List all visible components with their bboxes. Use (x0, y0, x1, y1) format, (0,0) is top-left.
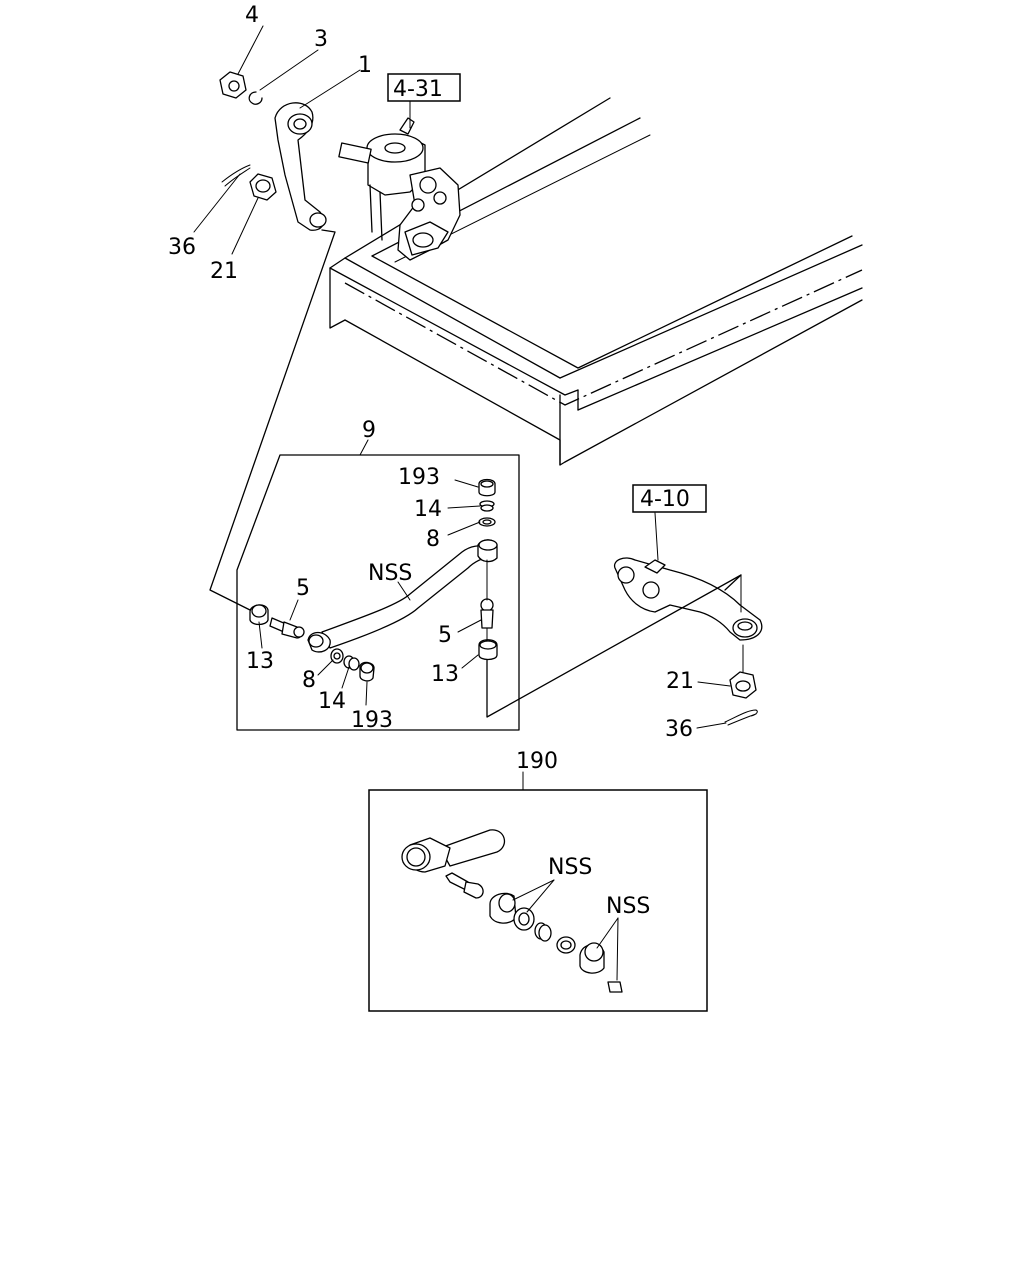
ball-stud-5-left (269, 617, 305, 639)
seat-8-upper (478, 517, 496, 527)
washer-3 (248, 91, 263, 105)
boot-13-left (249, 604, 269, 626)
pitman-arm (274, 102, 327, 231)
callout-leaders (193, 25, 731, 791)
label-5-left: 5 (296, 576, 310, 601)
label-14-lower: 14 (318, 689, 346, 714)
label-13-right: 13 (431, 662, 459, 687)
label-8-lower: 8 (302, 668, 316, 693)
label-21-top: 21 (210, 259, 238, 284)
label-5-right: 5 (438, 623, 452, 648)
repair-kit-parts (401, 829, 623, 993)
label-ref-4-10: 4-10 (640, 487, 690, 512)
ball-stud-5-right (480, 598, 494, 629)
label-193-upper: 193 (398, 465, 440, 490)
drag-link-rod (307, 539, 498, 653)
seat-8-lower (330, 648, 344, 664)
label-36-lower: 36 (665, 717, 693, 742)
label-13-left: 13 (246, 649, 274, 674)
label-4: 4 (245, 3, 259, 28)
castle-nut-21-lower (729, 671, 757, 699)
callout-labels: 4 3 1 4-31 36 21 9 193 14 8 NSS 5 13 5 1… (168, 3, 694, 919)
label-8-upper: 8 (426, 527, 440, 552)
nut-4 (219, 71, 247, 99)
spring-14-upper (479, 500, 495, 512)
label-9: 9 (362, 418, 376, 443)
assembly-paths (209, 229, 742, 718)
cotter-pin-36-lower (724, 709, 758, 726)
label-190: 190 (516, 749, 558, 774)
dust-cover-193-lower (359, 661, 375, 682)
label-1: 1 (358, 53, 372, 78)
spring-14-lower (343, 655, 360, 671)
label-36-top: 36 (168, 235, 196, 260)
ref-box-4-31 (387, 73, 461, 102)
label-ref-4-31: 4-31 (393, 77, 443, 102)
label-193-lower: 193 (351, 708, 393, 733)
boot-13-right (478, 639, 498, 661)
repair-kit-box (368, 789, 708, 1012)
dust-cover-193-upper (478, 478, 496, 497)
drag-link-box (236, 454, 520, 731)
knuckle-arm (613, 557, 763, 641)
label-14-upper: 14 (414, 497, 442, 522)
cotter-pin-36-top (221, 164, 251, 187)
label-nss-drag-link: NSS (368, 561, 412, 586)
label-nss-kit-2: NSS (606, 894, 650, 919)
label-3: 3 (314, 27, 328, 52)
ref-box-4-10 (632, 484, 707, 513)
castle-nut-21-top (249, 173, 277, 201)
frame-rail (329, 97, 863, 466)
label-21-lower: 21 (666, 669, 694, 694)
steering-gear (338, 117, 461, 261)
label-nss-kit-1: NSS (548, 855, 592, 880)
